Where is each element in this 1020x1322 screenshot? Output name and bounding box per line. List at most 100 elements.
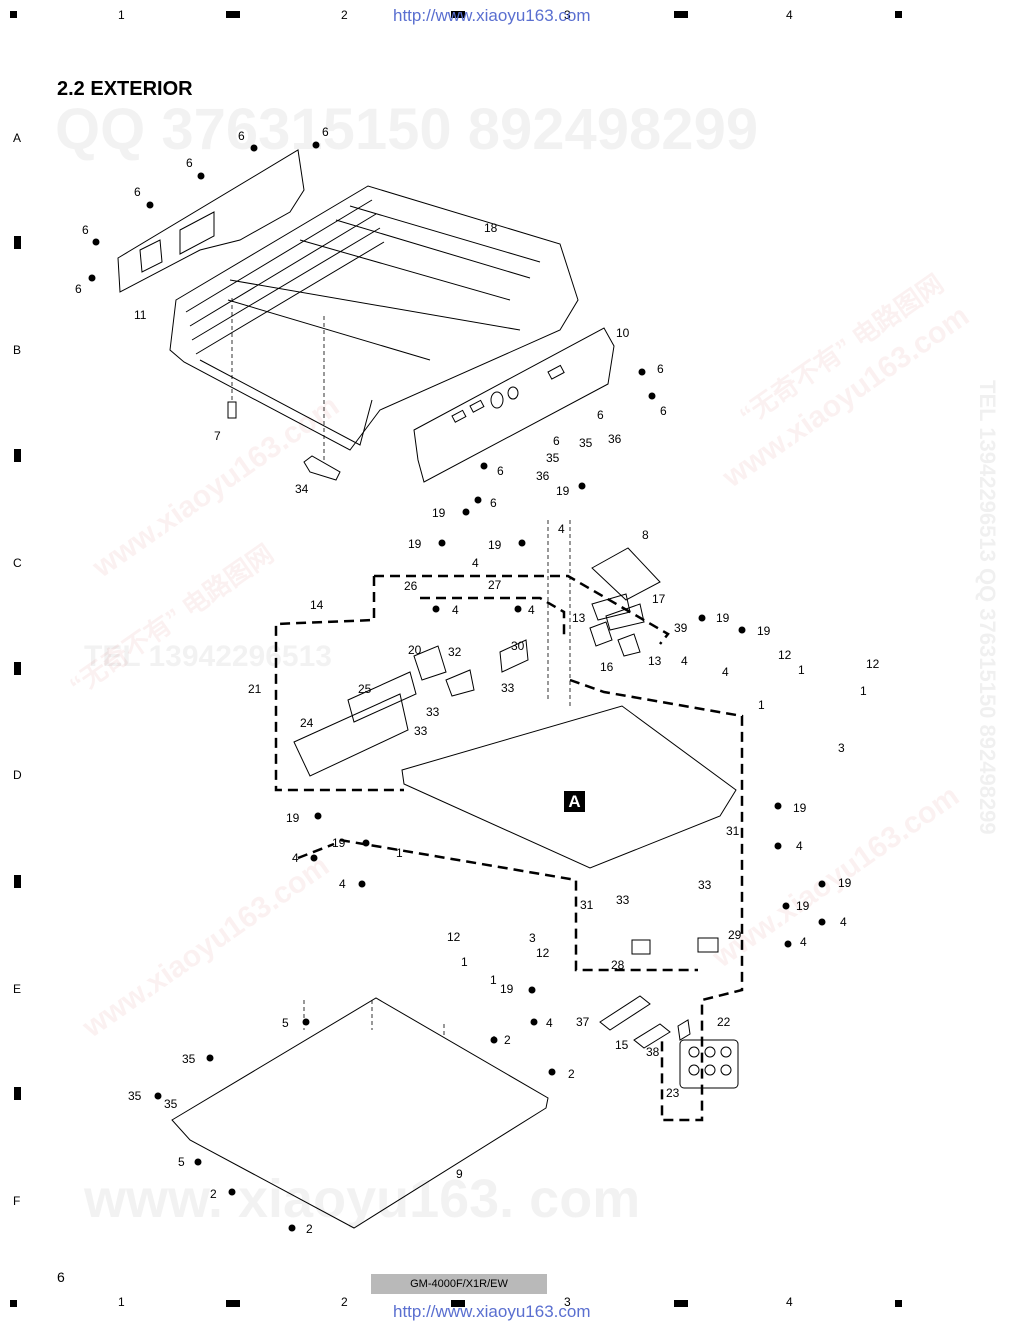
main-pcb: [401, 705, 737, 869]
part-label: 4: [558, 522, 565, 536]
part-label: 17: [652, 592, 666, 606]
insulator-17: [591, 547, 661, 601]
part-label: 4: [840, 915, 847, 929]
part-label: 16: [600, 660, 614, 674]
part-label: 13: [648, 654, 662, 668]
insulator-38: [677, 1019, 691, 1041]
part-label: 7: [214, 429, 221, 443]
part-label: 6: [322, 125, 329, 139]
part-label: 6: [497, 464, 504, 478]
page-number: 6: [57, 1269, 65, 1285]
part-label: 12: [866, 657, 880, 671]
ruler-mark: [451, 1300, 465, 1307]
part-label: 22: [717, 1015, 731, 1029]
part-label: 2: [306, 1222, 313, 1236]
row-letter: D: [13, 768, 22, 782]
bracket-11: [117, 149, 305, 293]
ruler-mark: [674, 11, 688, 18]
ruler-mark: [10, 11, 17, 18]
part-label: 4: [722, 665, 729, 679]
column-number: 2: [341, 8, 348, 22]
ruler-mark: [674, 1300, 688, 1307]
ruler-mark: [226, 1300, 240, 1307]
row-letter: E: [13, 982, 22, 996]
part-label: 35: [164, 1097, 178, 1111]
part-label: 28: [611, 958, 625, 972]
bracket-30: [499, 639, 529, 673]
part-label: 4: [546, 1016, 553, 1030]
part-label: 2: [568, 1067, 575, 1081]
row-letter: B: [13, 343, 22, 357]
ruler-mark: [10, 1300, 17, 1307]
column-number: 3: [564, 8, 571, 22]
part-label: 12: [778, 648, 792, 662]
part-label: 5: [178, 1155, 185, 1169]
watermark-bottom: www. xiaoyu163. com: [84, 1169, 641, 1229]
part-label: 19: [488, 538, 502, 552]
part-label: 37: [576, 1015, 590, 1029]
part-label: 33: [698, 878, 712, 892]
model-number-bar: GM-4000F/X1R/EW: [371, 1274, 547, 1294]
part-label: 36: [608, 432, 622, 446]
footer-url[interactable]: http://www.xiaoyu163.com: [393, 1302, 591, 1321]
part-label: 29: [728, 928, 742, 942]
part-label: 21: [248, 682, 262, 696]
bottom-plate-9: [171, 997, 549, 1229]
bracket-37: [599, 995, 651, 1031]
part-label: 4: [472, 556, 479, 570]
column-number: 1: [118, 8, 125, 22]
part-label: 6: [490, 496, 497, 510]
spacer-7: [227, 401, 237, 419]
column-number: 2: [341, 1295, 348, 1309]
part-label: 6: [238, 129, 245, 143]
part-28: [631, 939, 651, 955]
terminal-housing-25: [347, 671, 417, 723]
ruler-mark: [14, 662, 21, 675]
row-letter: C: [13, 556, 22, 570]
part-label: 2: [504, 1033, 511, 1047]
part-label: 19: [793, 801, 807, 815]
insulator-15: [633, 1023, 671, 1049]
part-label: 6: [553, 434, 560, 448]
part-label: 20: [408, 643, 422, 657]
section-title: 2.2 EXTERIOR: [57, 78, 193, 100]
part-label: 39: [674, 621, 688, 635]
row-letter: F: [13, 1194, 21, 1208]
part-label: 35: [579, 436, 593, 450]
part-label: 8: [642, 528, 649, 542]
part-label: 6: [597, 408, 604, 422]
ruler-mark: [14, 236, 21, 249]
rear-panel-10: [413, 327, 615, 483]
part-label: 1: [758, 698, 765, 712]
part-label: 6: [134, 185, 141, 199]
part-label: 19: [556, 484, 570, 498]
column-number: 3: [564, 1295, 571, 1309]
part-label: 1: [798, 663, 805, 677]
part-label: 30: [511, 639, 525, 653]
ruler-mark: [451, 11, 465, 18]
part-label: 12: [536, 946, 550, 960]
part-label: 34: [295, 482, 309, 496]
ruler-mark: [14, 1087, 21, 1100]
part-label: 33: [414, 724, 428, 738]
terminal-housing-24: [293, 693, 409, 777]
part-label: 4: [339, 877, 346, 891]
part-label: 36: [536, 469, 550, 483]
header-url[interactable]: http://www.xiaoyu163.com: [393, 6, 591, 25]
callout-a-badge: A: [564, 791, 585, 812]
part-label: 35: [182, 1052, 196, 1066]
part-label: 19: [286, 811, 300, 825]
part-label: 19: [757, 624, 771, 638]
ruler-mark: [895, 11, 902, 18]
part-label: 18: [484, 221, 498, 235]
part-label: 19: [838, 876, 852, 890]
part-label: 23: [666, 1086, 680, 1100]
part-label: 15: [615, 1038, 629, 1052]
part-label: 4: [292, 851, 299, 865]
column-number: 1: [118, 1295, 125, 1309]
part-label: 19: [432, 506, 446, 520]
part-label: 3: [838, 741, 845, 755]
part-label: 4: [796, 839, 803, 853]
part-label: 38: [646, 1045, 660, 1059]
